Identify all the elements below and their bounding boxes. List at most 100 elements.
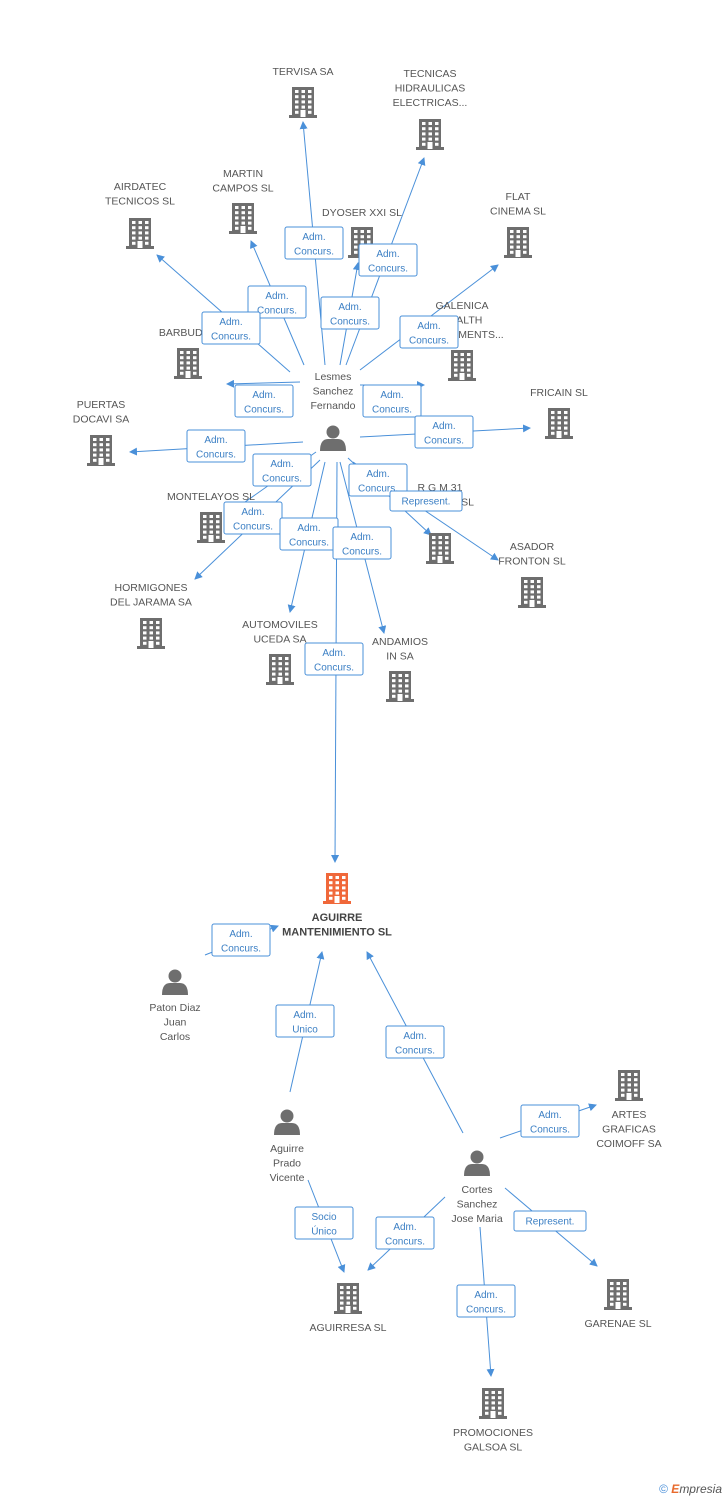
node-label: Juan [164, 1017, 187, 1029]
badge-label: Concurs. [424, 436, 464, 447]
node-label: AGUIRRE [312, 912, 363, 924]
badge-label: Único [311, 1225, 337, 1238]
relation-badge[interactable]: Adm. Concurs. [414, 415, 474, 449]
node-label: MANTENIMIENTO SL [282, 927, 392, 939]
relation-badge[interactable]: Adm.Concurs. [358, 243, 418, 277]
person-icon [320, 425, 346, 451]
node-label: DYOSER XXI SL [322, 207, 402, 219]
node-label: ANDAMIOS [372, 636, 428, 648]
badge-label: Concurs. [233, 522, 273, 533]
node-label: HIDRAULICAS [395, 83, 466, 95]
node-label: GARENAE SL [584, 1318, 651, 1330]
badge-label: Concurs. [257, 306, 297, 317]
node-martin[interactable]: MARTIN CAMPOS SL [212, 168, 274, 234]
relation-badge[interactable]: Represent. [389, 490, 463, 512]
relation-badge[interactable]: Adm.Concurs. [234, 384, 294, 418]
relation-badge[interactable]: Adm.Concurs. [520, 1104, 580, 1138]
building-icon [87, 435, 115, 466]
node-label: FLAT [506, 191, 531, 203]
node-label: DEL JARAMA SA [110, 597, 192, 609]
relation-badge[interactable]: Adm.Concurs. [247, 285, 307, 319]
relation-badge[interactable]: Adm. Concurs. [186, 429, 246, 463]
node-montelayos[interactable]: MONTELAYOS SL [167, 491, 255, 543]
badge-label: Adm. [393, 1222, 416, 1233]
building-icon [426, 533, 454, 564]
badge-label: Concurs. [294, 247, 334, 258]
node-label: COIMOFF SA [596, 1138, 661, 1150]
badge-label: Concurs. [466, 1305, 506, 1316]
relation-badge[interactable]: Adm.Concurs. [304, 642, 364, 676]
badge-label: Concurs. [342, 547, 382, 558]
badge-label: Concurs. [211, 332, 251, 343]
node-flat[interactable]: FLAT CINEMA SL [490, 191, 546, 258]
node-aguirre_sl[interactable]: AGUIRRE MANTENIMIENTO SL [282, 873, 392, 939]
relation-badge[interactable]: Adm.Concurs. [399, 315, 459, 349]
node-fricain[interactable]: FRICAIN SL [530, 387, 588, 439]
badge-label: Adm. [229, 929, 252, 940]
relation-badge[interactable]: Represent. [513, 1210, 587, 1232]
node-aguirresa[interactable]: AGUIRRESA SL [309, 1283, 387, 1334]
building-icon [289, 87, 317, 118]
relation-badge[interactable]: Adm.Concurs. [362, 384, 422, 418]
badge-label: Adm. [432, 421, 455, 432]
badge-label: Adm. [380, 390, 403, 401]
node-label: MARTIN [223, 168, 263, 180]
badge-label: Represent. [402, 497, 451, 508]
node-garenae[interactable]: GARENAE SL [584, 1279, 652, 1330]
node-label: UCEDA SA [253, 634, 306, 646]
badge-label: Concurs. [330, 317, 370, 328]
node-label: FRICAIN SL [530, 387, 588, 399]
badge-label: Concurs. [196, 450, 236, 461]
node-label: AUTOMOVILES [242, 619, 318, 631]
relation-badge[interactable]: Adm.Concurs. [201, 311, 261, 345]
relation-badge[interactable]: Adm.Concurs. [252, 453, 312, 487]
node-tervisa[interactable]: TERVISA SA [272, 66, 334, 118]
building-icon [197, 512, 225, 543]
relation-badge[interactable]: Adm.Concurs. [211, 923, 271, 957]
node-label: Aguirre [270, 1143, 304, 1155]
relation-badge[interactable]: Adm.Unico [275, 1004, 335, 1038]
relation-badge[interactable]: Adm.Concurs. [279, 517, 339, 551]
node-label: TECNICOS SL [105, 196, 175, 208]
node-automoviles[interactable]: AUTOMOVILES UCEDA SA [242, 619, 318, 685]
badge-label: Concurs. [385, 1237, 425, 1248]
node-label: CAMPOS SL [212, 183, 273, 195]
relation-badge[interactable]: Adm.Concurs. [284, 226, 344, 260]
relation-badge[interactable]: Adm.Concurs. [348, 463, 408, 497]
badge-label: Socio [311, 1212, 336, 1223]
copyright-symbol: © [659, 1482, 668, 1496]
node-label: ARTES [612, 1109, 647, 1121]
relation-badge[interactable]: Adm. Concurs. [375, 1216, 435, 1250]
node-label: CINEMA SL [490, 206, 546, 218]
relation-badge[interactable]: Adm.Concurs. [385, 1025, 445, 1059]
person-icon [274, 1109, 300, 1135]
relation-badge[interactable]: Adm.Concurs. [332, 526, 392, 560]
node-label: Fernando [311, 400, 356, 412]
footer-credit[interactable]: © Empresia [659, 1482, 722, 1496]
badge-label: Concurs. [395, 1046, 435, 1057]
relation-badge[interactable]: Adm.Concurs. [223, 501, 283, 535]
node-label: ELECTRICAS... [393, 97, 468, 109]
badge-label: Adm. [204, 435, 227, 446]
relation-badge[interactable]: Adm.Concurs. [456, 1284, 516, 1318]
building-icon [615, 1070, 643, 1101]
badge-label: Unico [292, 1025, 318, 1036]
node-tecnicas[interactable]: TECNICASHIDRAULICASELECTRICAS... [393, 68, 468, 150]
relation-badge[interactable]: Adm.Concurs. [320, 296, 380, 330]
node-label: Cortes [462, 1184, 493, 1196]
building-icon [266, 654, 294, 685]
